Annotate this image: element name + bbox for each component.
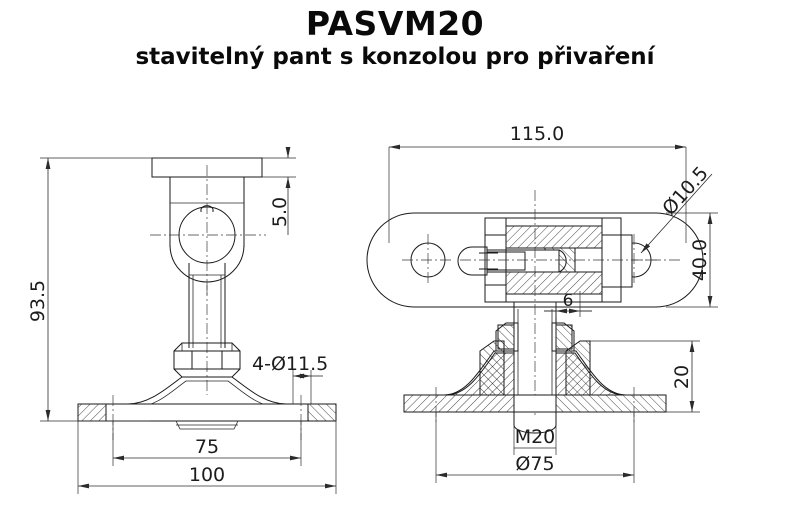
dim-label-115-0: 115.0 (510, 123, 564, 145)
side-view-group: 115.0 40.0 Ø10.5 6 (366, 123, 718, 483)
dim-front-base-width: 100 (77, 421, 337, 494)
front-base-flange (77, 403, 337, 430)
dim-front-overall-height: 93.5 (27, 157, 260, 422)
front-hex-nut (173, 342, 241, 378)
side-base-flange (403, 394, 667, 413)
dim-label-100: 100 (189, 464, 225, 486)
side-oval-plate (366, 212, 704, 308)
side-stem-bottom (513, 412, 557, 434)
side-bolt-hole-left (402, 234, 454, 286)
dim-side-thread: M20 (513, 425, 557, 455)
front-pin-circle (178, 205, 236, 264)
dim-side-plate-width: 40.0 (666, 212, 718, 308)
front-conical-base (127, 376, 287, 408)
dim-front-plate-thickness: 5.0 (262, 147, 296, 235)
technical-drawing: 93.5 5.0 4-Ø11.5 (0, 95, 790, 527)
title-block: PASVM20 stavitelný pant s konzolou pro p… (0, 6, 790, 71)
dim-label-5-0: 5.0 (269, 197, 291, 227)
front-view-group: 93.5 5.0 4-Ø11.5 (27, 147, 337, 494)
dim-side-base-diameter: Ø75 (435, 412, 635, 483)
dim-label-m20: M20 (515, 426, 556, 448)
dim-side-offset: 6 (544, 291, 592, 317)
drawing-svg: 93.5 5.0 4-Ø11.5 (27, 123, 718, 494)
dim-side-plate-length: 115.0 (388, 123, 687, 243)
front-threaded-stem (188, 263, 226, 348)
dim-front-bolt-spacing: 75 (112, 421, 302, 466)
page-subtitle: stavitelný pant s konzolou pro přivaření (135, 44, 655, 70)
dim-label-4-d11-5: 4-Ø11.5 (252, 353, 328, 375)
dim-label-40-0: 40.0 (689, 239, 711, 281)
dim-label-20: 20 (671, 365, 693, 389)
dim-label-d75: Ø75 (515, 453, 554, 475)
page-title: PASVM20 (305, 4, 485, 43)
dim-front-bolt-holes: 4-Ø11.5 (252, 353, 328, 404)
dim-label-93-5: 93.5 (27, 280, 49, 322)
dim-side-base-height: 20 (590, 340, 700, 413)
dim-label-6: 6 (563, 291, 574, 311)
side-conical-base (443, 322, 627, 396)
dim-label-75: 75 (195, 436, 219, 458)
dim-label-d10-5: Ø10.5 (658, 162, 713, 219)
